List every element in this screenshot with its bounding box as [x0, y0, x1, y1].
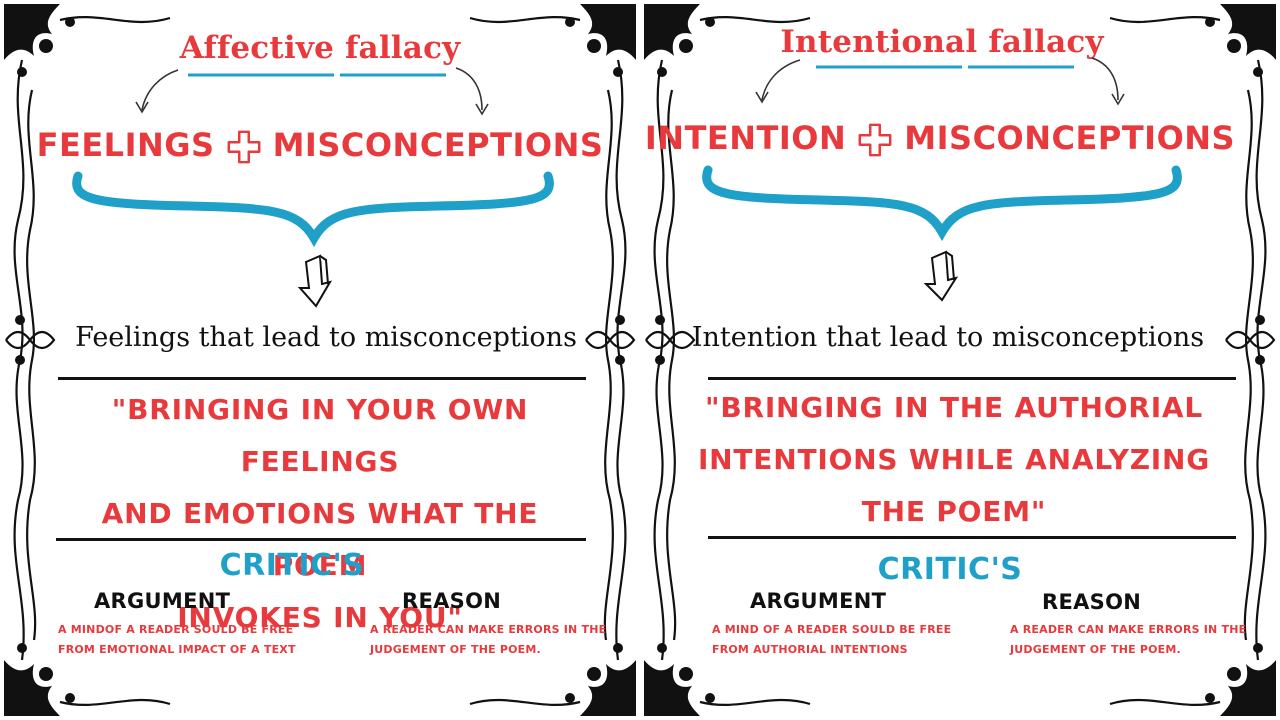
panel-affective-fallacy: Affective fallacy FEELINGS MISCONCEPTIONS…	[0, 4, 640, 716]
reason-heading: REASON	[402, 589, 502, 613]
argument-heading: ARGUMENT	[750, 589, 887, 613]
plus-icon	[858, 123, 892, 157]
term-feelings: FEELINGS	[36, 126, 215, 164]
quote-line: THE POEM"	[861, 495, 1047, 528]
curved-arrow-right-icon	[455, 67, 483, 111]
divider	[708, 377, 1236, 380]
quote-line: "BRINGING IN THE AUTHORIAL	[704, 391, 1204, 424]
divider	[708, 536, 1236, 539]
page-title: Intentional fallacy	[780, 24, 1104, 60]
critics-heading: CRITIC'S	[219, 548, 365, 583]
quote: "BRINGING IN YOUR OWN FEELINGS AND EMOTI…	[50, 384, 590, 644]
plus-icon	[227, 130, 260, 164]
argument-text: A MIND OF A READER SOULD BE FREE FROM AU…	[712, 623, 952, 656]
equation: INTENTION MISCONCEPTIONS	[640, 119, 1260, 159]
quote: "BRINGING IN THE AUTHORIAL INTENTIONS WH…	[684, 382, 1224, 538]
divider	[58, 377, 586, 380]
reason-text: A READER CAN MAKE ERRORS IN THE JUDGEMEN…	[370, 623, 607, 656]
title-decorations	[702, 57, 1182, 302]
down-arrow-icon	[923, 250, 959, 302]
quote-line: AND EMOTIONS WHAT THE POEM	[101, 497, 539, 582]
description: Feelings that lead to misconceptions	[75, 322, 577, 353]
description: Intention that lead to misconceptions	[691, 322, 1205, 353]
critics-heading: CRITIC'S	[877, 552, 1023, 587]
term-misconceptions: MISCONCEPTIONS	[904, 119, 1236, 157]
quote-line: "BRINGING IN YOUR OWN FEELINGS	[111, 393, 529, 478]
curved-arrow-left-icon	[761, 59, 801, 101]
term-misconceptions: MISCONCEPTIONS	[272, 126, 604, 164]
term-intention: INTENTION	[644, 119, 847, 157]
curly-brace	[702, 165, 1182, 242]
argument-text: A MINDOF A READER SOULD BE FREE FROM EMO…	[58, 623, 296, 656]
equation: FEELINGS MISCONCEPTIONS	[0, 126, 640, 166]
title-decorations	[72, 67, 554, 308]
curly-brace	[72, 171, 554, 248]
panel-intentional-fallacy: Intentional fallacy INTENTION MISCONCEPTI…	[640, 0, 1280, 720]
curved-arrow-right-icon	[1091, 57, 1119, 101]
argument-heading: ARGUMENT	[94, 589, 231, 613]
down-arrow-icon	[297, 254, 333, 308]
curved-arrow-left-icon	[141, 69, 179, 111]
quote-line: INVOKES IN YOU"	[177, 601, 463, 634]
reason-text: A READER CAN MAKE ERRORS IN THE JUDGEMEN…	[1010, 623, 1247, 656]
quote-line: INTENTIONS WHILE ANALYZING	[697, 443, 1211, 476]
reason-heading: REASON	[1042, 590, 1142, 614]
panel-divider	[638, 0, 642, 720]
divider	[56, 538, 586, 541]
page-title: Affective fallacy	[179, 30, 461, 66]
